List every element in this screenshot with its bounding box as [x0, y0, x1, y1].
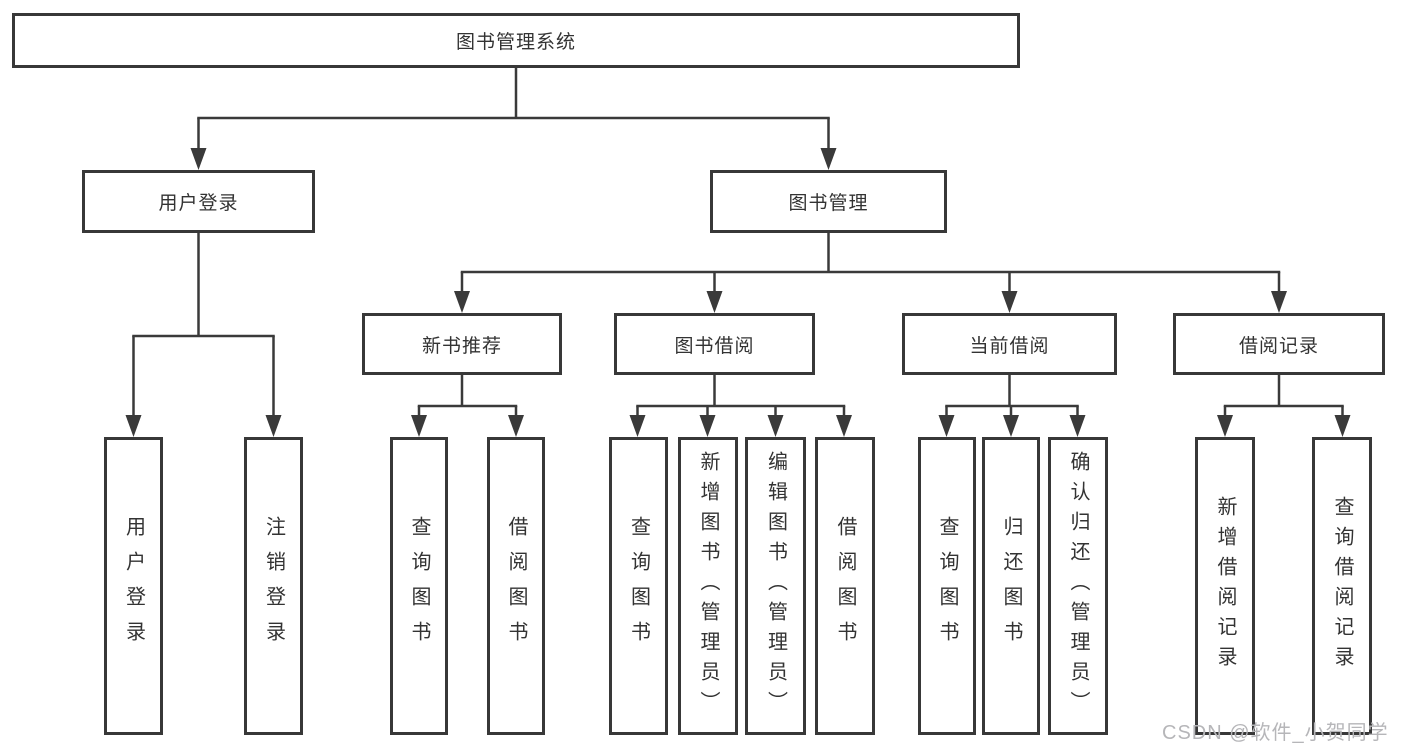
node-user-login: 用户登录 [82, 170, 315, 233]
leaf-logout-label: 注销登录 [262, 516, 285, 656]
node-new-book-recommendation-label: 新书推荐 [421, 335, 502, 357]
leaf-query-books-current-label: 查询图书 [936, 516, 958, 656]
leaf-confirm-return-admin-label: 确认归还（管理员） [1067, 451, 1089, 721]
node-user-login-label: 用户登录 [158, 193, 239, 214]
connector-book-mgmt-to-level3 [454, 233, 1287, 313]
leaf-add-books-admin-label: 新增图书（管理员） [697, 451, 719, 721]
leaf-add-books-admin: 新增图书（管理员） [678, 437, 738, 735]
connector-current-borrow-to-leaves [938, 375, 1086, 437]
leaf-query-borrow-record-label: 查询借阅记录 [1331, 496, 1353, 676]
node-book-borrowing-label: 图书借阅 [674, 335, 755, 357]
node-root-label: 图书管理系统 [455, 32, 576, 53]
leaf-return-books: 归还图书 [982, 437, 1040, 735]
node-current-borrowing-label: 当前借阅 [969, 335, 1050, 357]
leaf-edit-books-admin-label: 编辑图书（管理员） [764, 451, 787, 721]
node-book-management: 图书管理 [710, 170, 947, 233]
leaf-add-borrow-record-label: 新增借阅记录 [1214, 496, 1236, 676]
node-borrowing-records: 借阅记录 [1173, 313, 1385, 375]
leaf-confirm-return-admin: 确认归还（管理员） [1048, 437, 1108, 735]
leaf-query-borrow-record: 查询借阅记录 [1312, 437, 1372, 735]
leaf-user-login-label: 用户登录 [122, 516, 145, 656]
leaf-query-books-rec-label: 查询图书 [408, 516, 430, 656]
connector-root-to-level2 [190, 68, 837, 170]
node-new-book-recommendation: 新书推荐 [362, 313, 562, 375]
connector-borrow-record-to-leaves [1217, 375, 1351, 437]
node-borrowing-records-label: 借阅记录 [1238, 335, 1319, 357]
leaf-borrow-books-rec: 借阅图书 [487, 437, 545, 735]
leaf-borrow-books-label: 借阅图书 [834, 516, 856, 656]
leaf-query-books-borrow: 查询图书 [609, 437, 668, 735]
leaf-user-login: 用户登录 [104, 437, 163, 735]
leaf-query-books-borrow-label: 查询图书 [627, 516, 650, 656]
connector-user-login-to-leaves [125, 233, 282, 437]
node-book-borrowing: 图书借阅 [614, 313, 815, 375]
csdn-watermark: CSDN @软件_小贺同学 [1162, 722, 1389, 744]
leaf-query-books-rec: 查询图书 [390, 437, 448, 735]
leaf-query-books-current: 查询图书 [918, 437, 976, 735]
leaf-borrow-books: 借阅图书 [815, 437, 875, 735]
node-current-borrowing: 当前借阅 [902, 313, 1117, 375]
leaf-add-borrow-record: 新增借阅记录 [1195, 437, 1255, 735]
leaf-borrow-books-rec-label: 借阅图书 [505, 516, 527, 656]
connector-book-borrow-to-leaves [629, 375, 852, 437]
leaf-return-books-label: 归还图书 [1000, 516, 1022, 656]
node-book-management-label: 图书管理 [788, 193, 869, 214]
node-root-system: 图书管理系统 [12, 13, 1020, 68]
leaf-edit-books-admin: 编辑图书（管理员） [745, 437, 806, 735]
connector-new-book-rec-to-leaves [411, 375, 524, 437]
leaf-logout: 注销登录 [244, 437, 303, 735]
